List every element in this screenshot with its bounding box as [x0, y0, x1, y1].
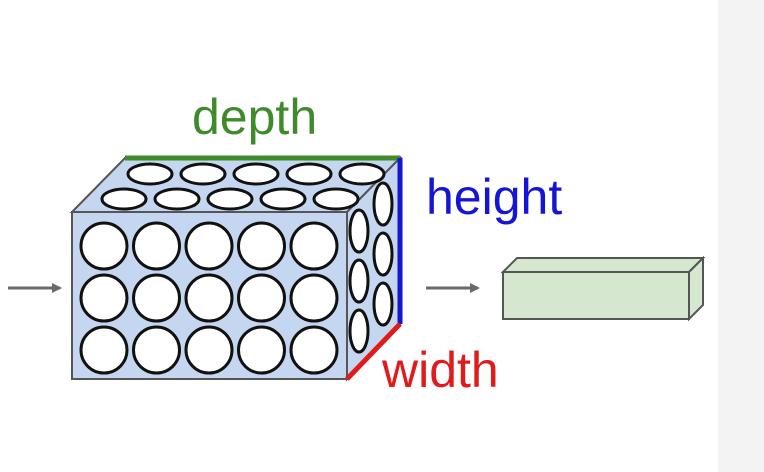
- width-label: width: [381, 342, 499, 398]
- top-neuron: [312, 187, 360, 211]
- front-neuron-grid: [79, 221, 339, 375]
- side-neuron-grid: [348, 181, 394, 354]
- top-neuron: [126, 162, 174, 186]
- depth-label: depth: [192, 89, 317, 145]
- front-neuron: [184, 273, 234, 323]
- top-neuron: [179, 162, 227, 186]
- top-neuron: [232, 162, 280, 186]
- front-neuron: [289, 221, 339, 271]
- front-neuron: [79, 273, 129, 323]
- height-label: height: [426, 169, 562, 225]
- side-neuron: [348, 258, 370, 304]
- front-neuron: [132, 325, 181, 375]
- front-neuron: [132, 221, 181, 271]
- top-neuron: [153, 187, 201, 211]
- top-neuron-grid: [100, 162, 386, 211]
- top-neuron: [206, 187, 254, 211]
- front-neuron: [237, 221, 286, 271]
- output-box-front: [502, 271, 690, 320]
- top-neuron: [338, 162, 386, 186]
- front-neuron: [79, 325, 129, 375]
- top-neuron: [100, 187, 148, 211]
- output-box-top: [500, 257, 706, 273]
- width-edge: [345, 322, 402, 381]
- top-neuron: [259, 187, 307, 211]
- side-neuron: [372, 281, 394, 327]
- side-panel-strip: [718, 0, 764, 472]
- side-neuron: [348, 208, 370, 254]
- front-neuron: [184, 325, 234, 375]
- front-neuron: [132, 273, 181, 323]
- front-neuron: [237, 273, 286, 323]
- side-neuron: [372, 181, 394, 227]
- front-neuron: [237, 325, 286, 375]
- side-neuron: [372, 231, 394, 277]
- top-neuron: [285, 162, 333, 186]
- front-neuron: [79, 221, 129, 271]
- front-neuron: [184, 221, 234, 271]
- front-neuron: [289, 325, 339, 375]
- side-neuron: [348, 308, 370, 354]
- front-neuron: [289, 273, 339, 323]
